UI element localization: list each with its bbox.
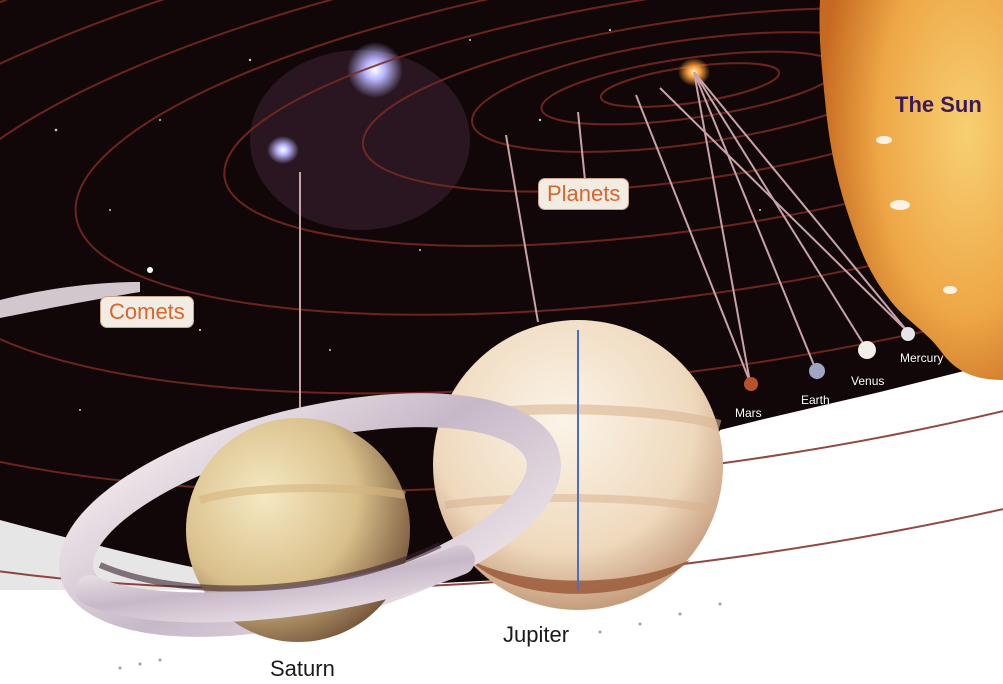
planets-label: Planets (538, 178, 630, 210)
jupiter-planet (433, 320, 723, 610)
sun-label: The Sun (895, 92, 982, 117)
lower-fade (0, 520, 1003, 684)
stars (54, 28, 761, 411)
dust-trails (118, 602, 722, 670)
sun (819, 0, 1003, 380)
mercury-planet (901, 327, 915, 341)
comet-head (147, 267, 153, 273)
mars-planet (744, 377, 758, 391)
saturn-ring-front (75, 545, 475, 623)
venus-planet (858, 341, 876, 359)
pointer-lines (299, 71, 909, 410)
mars-label: Mars (735, 406, 762, 420)
comet-tail (0, 282, 140, 318)
sun-flares (876, 136, 957, 294)
venus-label: Venus (851, 374, 885, 388)
earth-label: Earth (801, 393, 830, 407)
comets-label: Comets (100, 296, 194, 328)
jupiter-label: Jupiter (503, 622, 570, 647)
earth-planet (809, 363, 825, 379)
saturn-label: Saturn (270, 656, 335, 681)
mercury-label: Mercury (900, 351, 944, 365)
